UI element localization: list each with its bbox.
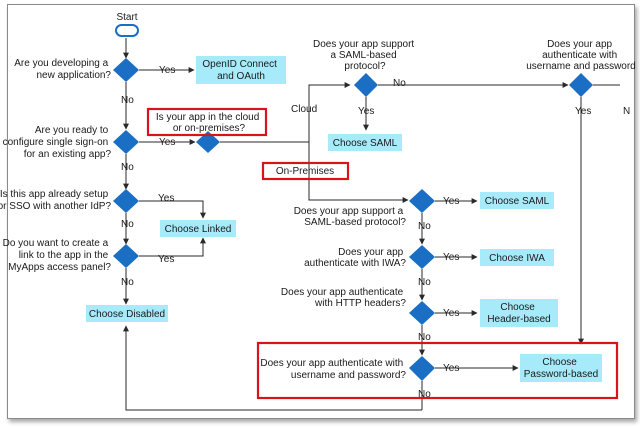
decision-pw-cloud <box>569 73 593 97</box>
yes-label: Yes <box>158 254 174 265</box>
option-disabled-box <box>86 305 168 322</box>
decision-cloud-or-onprem <box>196 131 220 153</box>
edge-labels: Yes No Yes No Yes No Yes No Yes No Yes N… <box>121 65 630 400</box>
option-header-label: Choose Header-based <box>487 302 550 325</box>
question-saml-onprem: Does your app support a SAML-based proto… <box>294 206 407 228</box>
question-pw-cloud: Does your app authenticate with username… <box>526 39 636 72</box>
question-new-app: Are you developing a new application? <box>14 58 111 81</box>
question-header: Does your app authenticate with HTTP hea… <box>281 287 407 309</box>
start-label: Start <box>116 12 137 23</box>
question-labels: Are you developing a new application? Ar… <box>0 39 636 381</box>
option-saml-cloud-box <box>328 134 402 151</box>
decision-other-idp <box>113 189 139 213</box>
decision-pw-onprem <box>409 356 435 381</box>
question-myapps: Do you want to create a link to the app … <box>3 238 112 273</box>
edge-return-disabled <box>123 325 422 411</box>
edge-idp-yes <box>139 200 206 219</box>
connectors <box>123 38 620 411</box>
option-linked-box <box>160 220 236 237</box>
highlights <box>146 107 619 400</box>
cloud-label: Cloud <box>291 104 317 115</box>
option-linked-label: Choose Linked <box>165 224 232 235</box>
no-label: No <box>121 219 134 230</box>
option-password-box <box>520 354 602 382</box>
highlight-password-onprem <box>256 341 619 400</box>
yes-label: Yes <box>575 106 591 117</box>
edge-myapps-yes <box>139 237 206 257</box>
yes-label: Yes <box>443 196 459 207</box>
frame-border <box>7 4 635 419</box>
option-iwa-box <box>480 249 554 266</box>
edge-onprem <box>308 142 409 203</box>
no-label: No <box>418 389 431 400</box>
option-boxes: OpenID Connect and OAuth Choose SAML Cho… <box>86 56 602 382</box>
option-openid-label: OpenID Connect and OAuth <box>202 59 279 82</box>
question-other-idp: Is this app already setup for SSO with a… <box>0 189 111 212</box>
no-label: No <box>121 277 134 288</box>
question-pw-onprem: Does your app authenticate with username… <box>260 358 406 381</box>
no-label: No <box>121 95 134 106</box>
question-existing-app: Are you ready to configure single sign-o… <box>3 125 112 160</box>
no-label-cut: N <box>623 106 630 117</box>
no-label: No <box>418 277 431 288</box>
question-cloud: Is your app in the cloud or on-premises? <box>156 112 262 134</box>
yes-label: Yes <box>443 252 459 263</box>
no-label: No <box>418 221 431 232</box>
decision-iwa <box>409 245 435 269</box>
decision-header <box>409 301 435 325</box>
question-saml-cloud: Does your app support a SAML-based proto… <box>313 39 417 72</box>
highlight-onprem-label <box>261 161 350 181</box>
decision-saml-onprem <box>409 189 435 213</box>
yes-label: Yes <box>443 308 459 319</box>
highlight-cloud-question <box>146 107 268 137</box>
yes-label: Yes <box>159 65 175 76</box>
question-iwa: Does your app authenticate with IWA? <box>304 247 406 269</box>
edge-cloud <box>220 82 351 143</box>
yes-label: Yes <box>443 363 459 374</box>
option-password-label: Choose Password-based <box>524 357 598 380</box>
no-label: No <box>393 78 406 89</box>
option-header-box <box>480 299 558 327</box>
option-saml-cloud-label: Choose SAML <box>333 138 398 149</box>
start-node <box>115 24 139 37</box>
yes-label: Yes <box>158 193 174 204</box>
onprem-label: On-Premises <box>276 166 334 177</box>
option-saml-onprem-box <box>480 192 554 209</box>
no-label: No <box>121 162 134 173</box>
option-openid-box <box>196 56 286 84</box>
no-label: No <box>418 332 431 343</box>
option-saml-onprem-label: Choose SAML <box>485 196 550 207</box>
decision-existing-app <box>113 130 139 154</box>
decision-new-app <box>113 58 139 82</box>
option-disabled-label: Choose Disabled <box>89 309 165 320</box>
yes-label: Yes <box>358 106 374 117</box>
decision-myapps <box>113 244 139 268</box>
option-iwa-label: Choose IWA <box>489 253 545 264</box>
yes-label: Yes <box>159 137 175 148</box>
decision-saml-cloud <box>354 73 378 97</box>
decision-nodes <box>113 58 593 381</box>
